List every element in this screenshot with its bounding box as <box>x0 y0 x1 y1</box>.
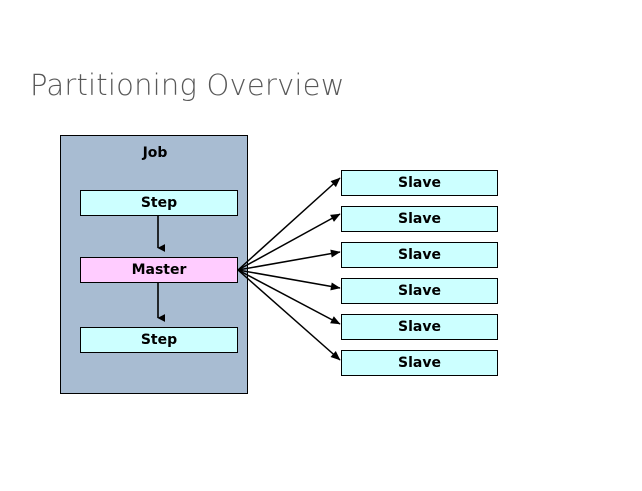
slave-box[interactable]: Slave <box>341 314 498 340</box>
arrow-master-to-slave-1 <box>237 177 341 271</box>
step-box-bottom[interactable]: Step <box>80 327 238 353</box>
slave-box[interactable]: Slave <box>341 170 498 196</box>
slave-box[interactable]: Slave <box>341 350 498 376</box>
page-title: Partitioning Overview <box>30 68 345 102</box>
job-label: Job <box>142 145 168 161</box>
arrow-master-to-slave-6 <box>237 269 341 361</box>
slave-box[interactable]: Slave <box>341 278 498 304</box>
slave-box[interactable]: Slave <box>341 242 498 268</box>
slave-box[interactable]: Slave <box>341 206 498 232</box>
arrow-master-to-slave-3 <box>237 249 341 271</box>
arrow-master-to-slave-4 <box>237 269 341 291</box>
step-box-top[interactable]: Step <box>80 190 238 216</box>
arrow-master-to-slave-5 <box>237 269 341 325</box>
job-container[interactable]: Job Step Master Step <box>60 135 248 394</box>
arrow-master-to-slave-2 <box>237 213 341 271</box>
master-box[interactable]: Master <box>80 257 238 283</box>
